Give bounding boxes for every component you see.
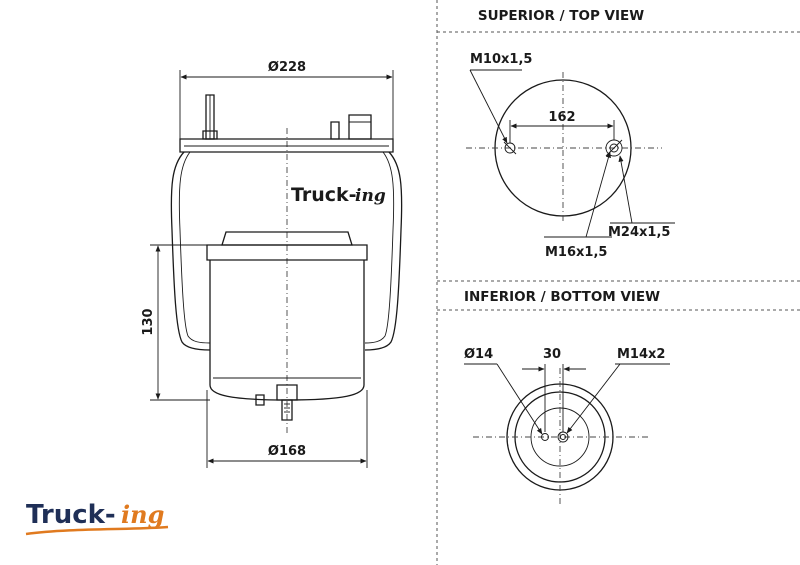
logo-suffix: ing	[121, 500, 164, 529]
top-view-header: SUPERIOR / TOP VIEW	[478, 8, 644, 24]
top-studs	[202, 94, 372, 140]
dim-30-label: 30	[543, 347, 561, 362]
leader-m24: M24x1,5	[608, 155, 675, 240]
label-d14: Ø14	[464, 347, 493, 362]
dim-spacing-162: 162	[509, 110, 615, 143]
label-m24: M24x1,5	[608, 225, 670, 240]
dim-bottom-diameter: Ø168	[206, 390, 368, 468]
leader-m14: M14x2	[566, 347, 670, 434]
side-view: Truck- ing Ø228 130 Ø168	[141, 60, 403, 468]
piston	[206, 231, 368, 421]
company-logo: Truck- ing	[25, 500, 169, 536]
bellows-brand-text: Truck-	[291, 184, 357, 206]
leader-m16: M16x1,5	[544, 151, 612, 260]
top-view: SUPERIOR / TOP VIEW 162 M10x1,5	[466, 8, 675, 260]
dim-162-label: 162	[548, 110, 575, 125]
bellows-brand-suffix: ing	[355, 186, 386, 206]
bottom-view-header: INFERIOR / BOTTOM VIEW	[464, 289, 660, 305]
label-m16: M16x1,5	[545, 245, 607, 260]
label-m14: M14x2	[617, 347, 665, 362]
logo-text: Truck-	[26, 500, 116, 530]
leader-m10: M10x1,5	[469, 52, 532, 144]
view-separators	[436, 0, 800, 565]
dim-diameter-228: Ø228	[268, 60, 306, 75]
dim-height-130: 130	[141, 308, 156, 335]
label-m10: M10x1,5	[470, 52, 532, 67]
hole-d14	[541, 433, 549, 441]
dim-top-diameter: Ø228	[179, 60, 394, 139]
dim-offset-30: 30	[522, 347, 586, 432]
dim-height: 130	[141, 244, 222, 401]
top-plate	[179, 138, 394, 153]
logo-swoosh	[25, 525, 169, 536]
leader-d14: Ø14	[464, 347, 543, 435]
dim-diameter-168: Ø168	[268, 444, 306, 459]
bellows-body	[170, 151, 403, 351]
bottom-view: INFERIOR / BOTTOM VIEW 30 Ø14	[464, 289, 670, 505]
stud-hole-m24	[605, 139, 623, 157]
bellows-brand: Truck- ing	[291, 184, 386, 206]
